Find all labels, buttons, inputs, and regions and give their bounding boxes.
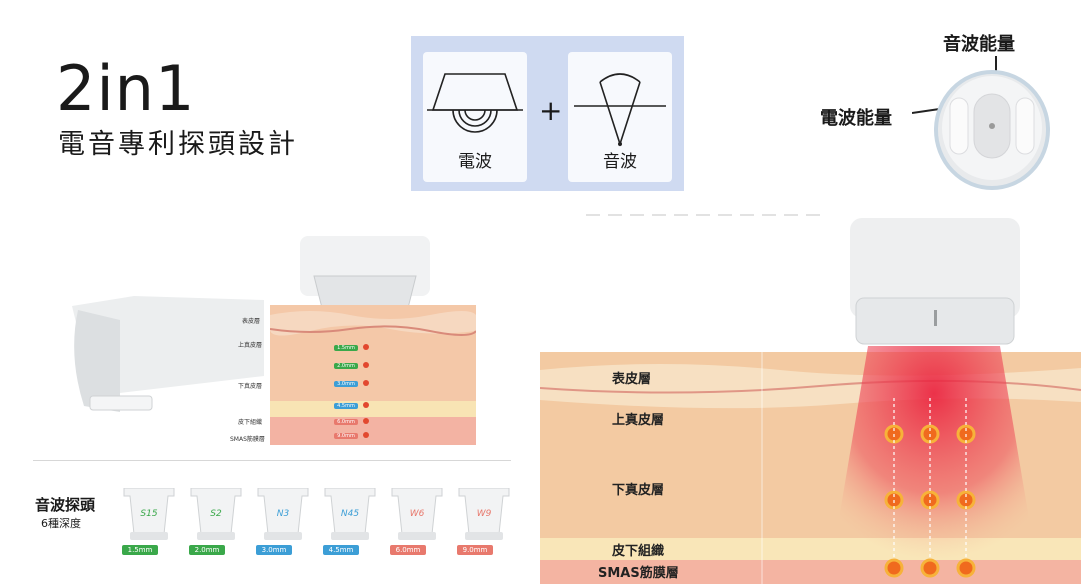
radiofrequency-icon xyxy=(427,73,523,133)
ultrasound-card: 音波 xyxy=(568,52,672,182)
probe-depth-pill: 1.5mm xyxy=(122,545,158,555)
right-layer-lower-dermis: 下真皮層 xyxy=(612,483,665,498)
faint-divider xyxy=(586,214,826,216)
ultrasound-energy-label: 音波能量 xyxy=(943,34,1015,55)
probe-cartridge: N3 xyxy=(252,487,314,542)
probe-depth-pill: 3.0mm xyxy=(256,545,292,555)
right-layer-upper-dermis: 上真皮層 xyxy=(612,413,665,428)
probe-depth-pill: 9.0mm xyxy=(457,545,493,555)
rf-energy-label: 電波能量 xyxy=(820,108,892,129)
left-layer-upper-dermis: 上真皮層 xyxy=(238,342,263,349)
title-subtitle: 電音專利探頭設計 xyxy=(58,129,298,160)
left-depth-4: 4.5mm xyxy=(334,403,358,409)
probe-cartridge: S15 xyxy=(118,487,180,542)
section-divider xyxy=(33,460,511,461)
probe-depth-pill: 4.5mm xyxy=(323,545,359,555)
right-layer-subcutaneous: 皮下組織 xyxy=(612,544,665,559)
probe-depth-pill: 6.0mm xyxy=(390,545,426,555)
probe-cartridge: S2 xyxy=(185,487,247,542)
left-layer-epidermis: 表皮層 xyxy=(242,318,261,325)
left-layer-smas: SMAS筋膜層 xyxy=(230,436,265,443)
probe-code: S2 xyxy=(210,509,222,519)
probes-subtitle: 6種深度 xyxy=(41,517,81,530)
left-depth-5: 6.0mm xyxy=(334,419,358,425)
probe-code: W6 xyxy=(410,509,425,519)
left-depth-3: 3.0mm xyxy=(334,381,358,387)
left-depth-6: 9.0mm xyxy=(334,433,358,439)
technology-icon-panel: 電波 + 音波 xyxy=(411,36,684,191)
radiofrequency-card: 電波 xyxy=(423,52,527,182)
probe-cartridge: N45 xyxy=(319,487,381,542)
left-depth-1: 1.5mm xyxy=(334,345,358,351)
probes-title: 音波探頭 xyxy=(35,496,96,514)
right-layer-smas: SMAS筋膜層 xyxy=(598,566,679,581)
left-depth-2: 2.0mm xyxy=(334,363,358,369)
probe-code: S15 xyxy=(140,509,157,519)
probe-depth-pill: 2.0mm xyxy=(189,545,225,555)
radiofrequency-label: 電波 xyxy=(458,152,492,172)
left-skin-cross-section xyxy=(270,305,476,445)
ultrasound-icon xyxy=(574,73,666,147)
probe-code: N45 xyxy=(341,509,359,519)
probe-cartridge: W9 xyxy=(453,487,515,542)
plus-sign: + xyxy=(539,94,563,127)
left-layer-lower-dermis: 下真皮層 xyxy=(238,383,263,390)
probe-code: N3 xyxy=(277,509,290,519)
probe-head-image xyxy=(912,56,1050,190)
title-main: 2in1 xyxy=(56,52,196,125)
right-layer-epidermis: 表皮層 xyxy=(612,372,652,387)
probe-code: W9 xyxy=(477,509,492,519)
left-layer-subcutaneous: 皮下組織 xyxy=(238,419,263,426)
ultrasound-label: 音波 xyxy=(603,152,637,172)
right-skin-illustration xyxy=(540,218,1081,584)
probe-cartridge: W6 xyxy=(386,487,448,542)
